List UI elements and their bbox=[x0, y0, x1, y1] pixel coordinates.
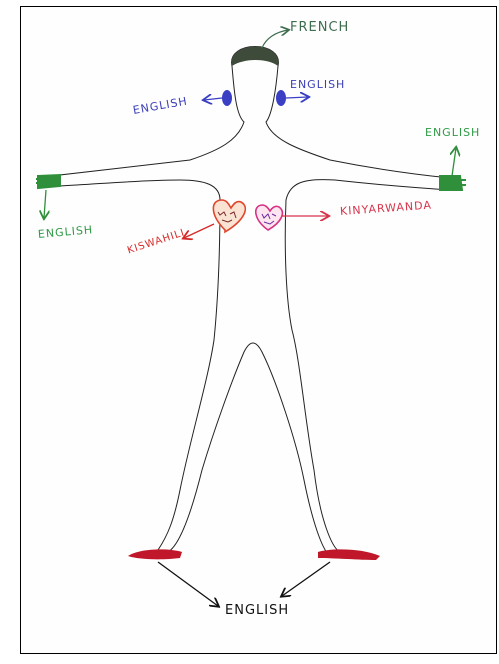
arrow-right-hand bbox=[452, 148, 456, 176]
arrow-left-hand bbox=[44, 190, 46, 218]
label-right-ear: ENGLISH bbox=[290, 78, 345, 91]
head-hair bbox=[232, 47, 279, 67]
right-hand bbox=[440, 176, 466, 190]
left-foot bbox=[128, 549, 182, 559]
arrow-right-ear bbox=[286, 97, 308, 98]
label-feet-english: ENGLISH bbox=[225, 603, 289, 618]
right-foot bbox=[318, 549, 380, 560]
arrow-heart-left bbox=[184, 224, 214, 238]
label-right-hand: ENGLISH bbox=[425, 126, 480, 139]
body-outline bbox=[60, 47, 450, 557]
label-head-french: FRENCH bbox=[290, 20, 349, 35]
left-hand bbox=[36, 175, 60, 188]
right-ear bbox=[276, 90, 286, 106]
arrow-right-foot bbox=[282, 562, 330, 596]
heart-left bbox=[213, 200, 245, 232]
left-ear bbox=[222, 90, 232, 106]
arrow-left-ear bbox=[204, 98, 222, 100]
arrow-head-french bbox=[262, 30, 288, 48]
arrow-left-foot bbox=[158, 562, 218, 606]
